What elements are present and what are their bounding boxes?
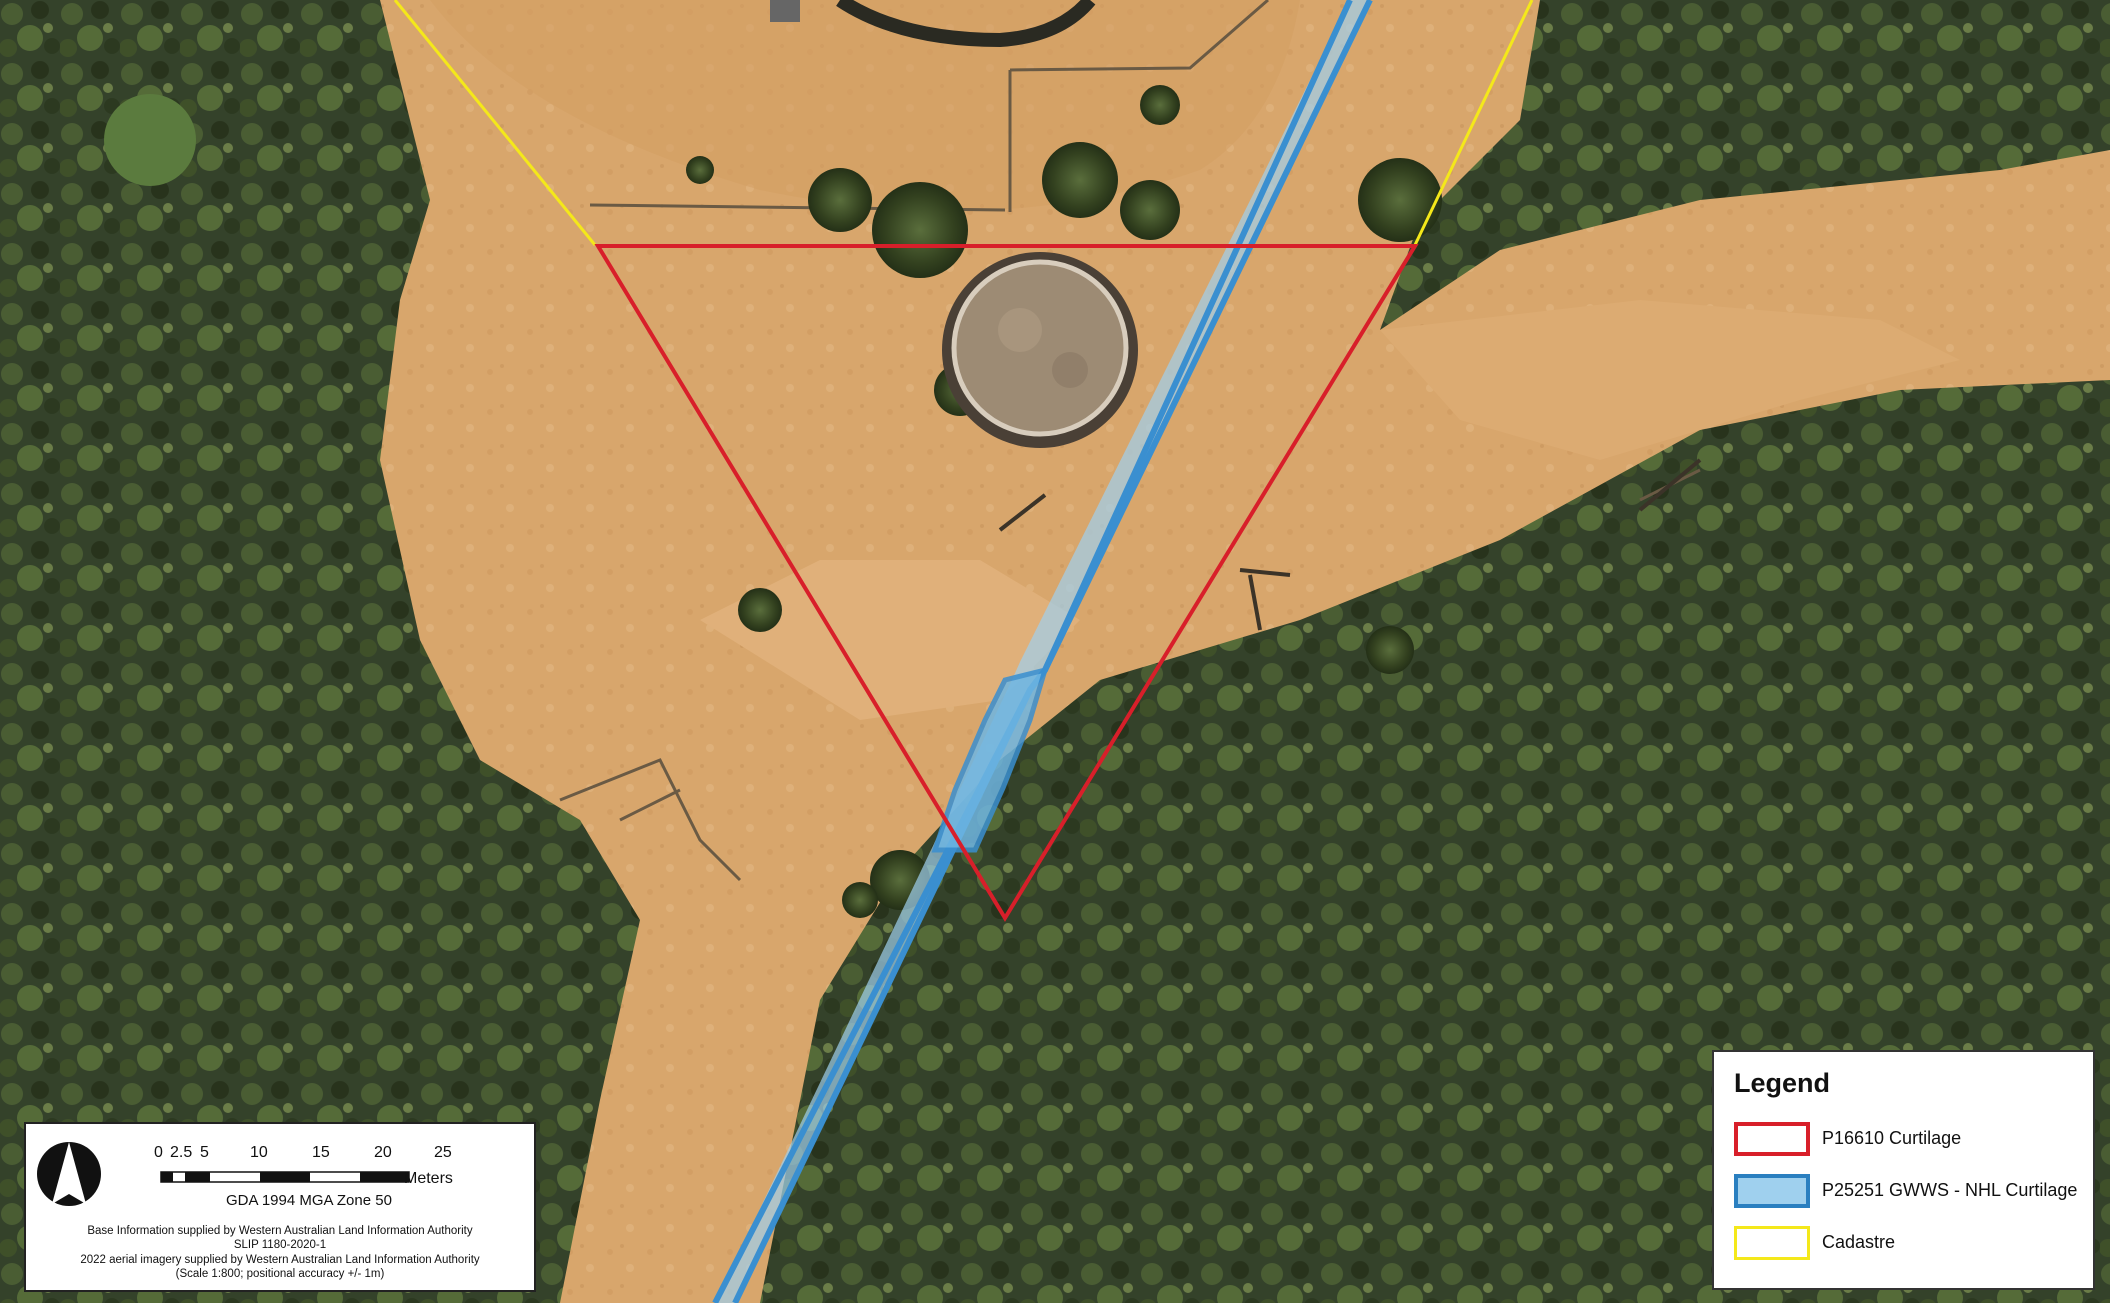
credit-line: Base Information supplied by Western Aus… [87,1225,473,1237]
scale-tick: 2.5 [170,1144,193,1161]
legend-swatch-yellow [1734,1226,1810,1260]
scale-tick: 20 [374,1144,392,1161]
scale-tick-labels: 0 2.5 5 10 15 20 25 [154,1144,454,1184]
scale-tick: 15 [312,1144,330,1161]
credit-line: 2022 aerial imagery supplied by Western … [80,1253,480,1266]
credits: Base Information supplied by Western Aus… [26,1224,534,1282]
scale-tick: 25 [434,1144,452,1161]
legend-label: P16610 Curtilage [1822,1128,1962,1148]
cadastre-lines [393,0,1534,246]
legend-swatch-red [1734,1122,1810,1156]
datum-label: GDA 1994 MGA Zone 50 [226,1192,392,1209]
legend-item-cadastre: Cadastre [1734,1226,2094,1262]
legend-panel: Legend P16610 Curtilage P25251 GWWS - NH… [1712,1050,2095,1290]
water-tank [942,252,1138,448]
scale-tick: 10 [250,1144,268,1161]
legend-item-p25251: P25251 GWWS - NHL Curtilage [1734,1174,2094,1210]
tree-clusters [104,85,1442,918]
credit-line: (Scale 1:800; positional accuracy +/- 1m… [175,1268,385,1281]
legend-swatch-blue [1734,1174,1810,1208]
north-arrow-icon [37,1142,101,1206]
scale-tick: 0 [154,1144,163,1161]
legend-item-p16610: P16610 Curtilage [1734,1122,2094,1158]
legend-label: P25251 GWWS - NHL Curtilage [1822,1180,2078,1200]
small-structures [998,458,1702,631]
scale-panel: 0 2.5 5 10 15 20 25 Meters GDA 1994 MGA … [24,1122,536,1292]
scale-unit: Meters [404,1170,453,1187]
gwws-corridor [712,0,1373,1303]
scale-bar [160,1171,410,1183]
scale-tick: 5 [200,1144,209,1161]
cleared-ground [380,0,2110,1303]
credit-line: SLIP 1180-2020-1 [233,1239,327,1252]
p16610-curtilage [594,244,1419,922]
legend-label: Cadastre [1822,1232,1896,1252]
legend-title: Legend [1734,1068,1831,1098]
